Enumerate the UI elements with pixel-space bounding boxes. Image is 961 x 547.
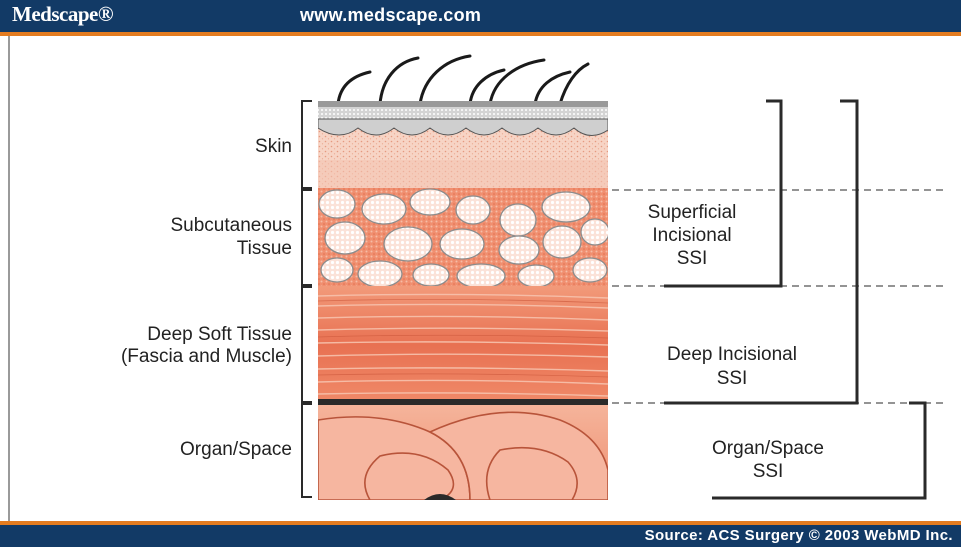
footer-bar: Source: ACS Surgery © 2003 WebMD Inc. <box>0 521 961 547</box>
subcutaneous-layer <box>318 188 609 288</box>
hair-strands <box>338 56 588 104</box>
label-deep-ssi-2: SSI <box>717 368 748 389</box>
skin-layer <box>318 101 608 193</box>
label-deep-1: Deep Soft Tissue <box>147 324 292 345</box>
label-organ-ssi-1: Organ/Space <box>712 438 824 459</box>
label-organ: Organ/Space <box>180 439 292 460</box>
label-deep-2: (Fascia and Muscle) <box>121 346 292 367</box>
label-deep-ssi-1: Deep Incisional <box>667 344 797 365</box>
source-credit: Source: ACS Surgery © 2003 WebMD Inc. <box>645 527 953 544</box>
ssi-labels: Superficial Incisional SSI Deep Incision… <box>648 202 824 482</box>
label-superficial-3: SSI <box>677 248 708 269</box>
label-organ-ssi-2: SSI <box>753 461 784 482</box>
organ-layer <box>318 405 608 500</box>
label-skin: Skin <box>255 136 292 157</box>
label-subcutaneous-1: Subcutaneous <box>171 215 293 236</box>
layer-brackets <box>302 101 312 497</box>
layer-labels: Skin Subcutaneous Tissue Deep Soft Tissu… <box>121 136 292 460</box>
label-superficial-2: Incisional <box>652 225 731 246</box>
label-subcutaneous-2: Tissue <box>237 238 292 259</box>
label-superficial-1: Superficial <box>648 202 737 223</box>
muscle-layer <box>318 286 608 405</box>
